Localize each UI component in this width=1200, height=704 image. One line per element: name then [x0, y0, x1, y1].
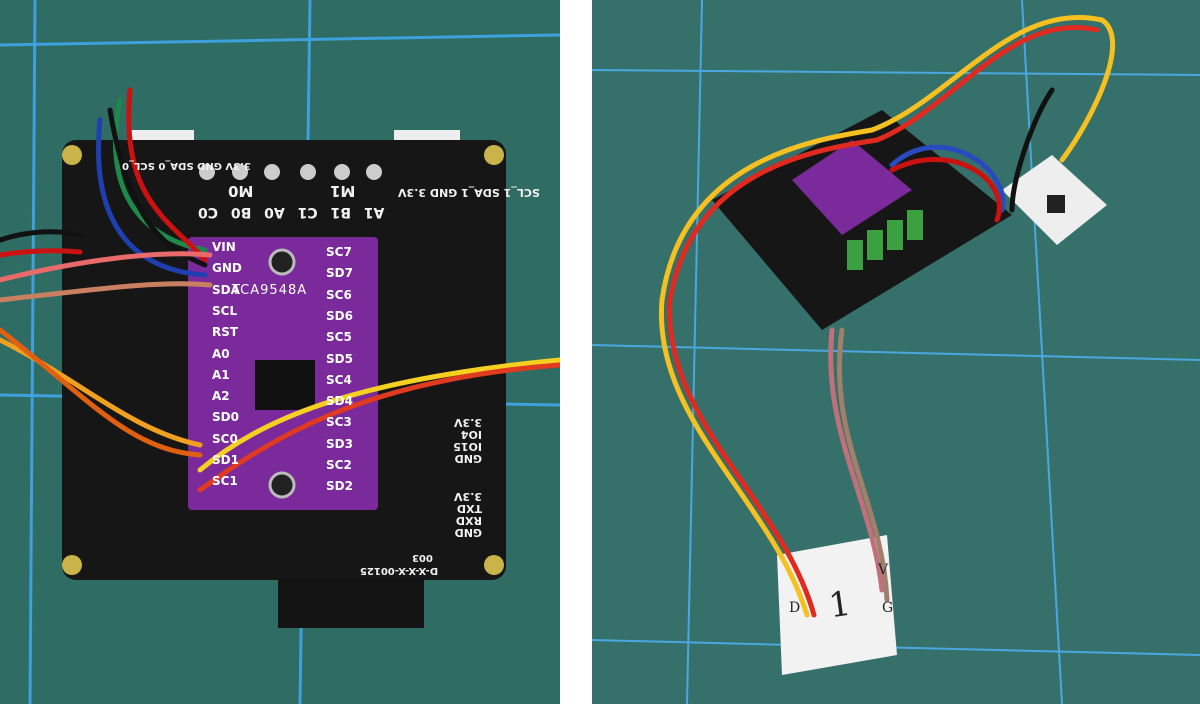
label-b0: B0: [230, 204, 252, 220]
breakout-pin-label: SC5: [326, 330, 352, 345]
edge-block-2: GND RXD TXD 3.3V: [452, 490, 482, 539]
chip-label: TCA9548A: [232, 283, 308, 298]
breakout-pin-label: SC0: [212, 431, 238, 446]
breakout-pin-label: SD2: [326, 479, 353, 494]
bottom-module: [278, 578, 424, 628]
pin-g: G: [882, 600, 894, 616]
label-a1: A1: [363, 204, 385, 220]
label-3v3: 3.3V: [225, 160, 251, 171]
tca9548a-breakout: [792, 140, 912, 235]
breakout-pin-label: SD3: [326, 436, 353, 451]
breakout-pin-label: SD6: [326, 308, 353, 323]
left-photo: 3.3V GND SDA_0 SCL_0 SCL_1 SDA_1 GND 3.3…: [0, 0, 560, 704]
breakout-pin-label: SD5: [326, 351, 353, 366]
label-rxd: RXD: [455, 514, 482, 527]
label-scl0: SCL_0: [122, 160, 155, 171]
label-c0: C0: [198, 204, 219, 220]
breakout-pin-label: SD1: [212, 453, 239, 467]
label-c1: C1: [297, 204, 318, 220]
label-m0: M0: [228, 182, 254, 200]
breakout-pin-label: RST: [212, 325, 239, 340]
label-a0: A0: [264, 204, 285, 220]
edge-block-1: GND IO15 IO4 3.3V: [452, 416, 482, 465]
sensor-board-bottom: [777, 535, 897, 675]
connector-1-labels: SCL_1 SDA_1 GND 3.3V: [398, 186, 540, 199]
connector-0-labels: 3.3V GND SDA_0 SCL_0: [122, 160, 251, 171]
label-3v3: 3.3V: [454, 490, 482, 503]
header-labels: A1 B1 C1 A0 B0 C0: [198, 204, 384, 220]
breakout-pin-label: SD4: [326, 394, 353, 409]
board-rev: 003: [412, 552, 433, 563]
pin-v: V: [878, 562, 889, 578]
breakout-pin-label: SC7: [326, 245, 352, 259]
label-m1: M1: [330, 182, 356, 200]
breakout-pin-label: SC6: [326, 287, 352, 302]
cutting-mat-grid: [592, 0, 1200, 704]
breakout-pin-label: SC3: [326, 415, 352, 430]
label-gnd: GND: [197, 160, 222, 171]
label-io4: IO4: [460, 428, 482, 441]
label-sda1: SDA_1: [461, 186, 500, 199]
breakout-pin-label: SC4: [326, 372, 352, 387]
board-id: D-X-X-X-00125: [360, 565, 439, 576]
breakout-pin-label: SCL: [212, 303, 238, 318]
label-txd: TXD: [456, 502, 482, 515]
breakout-pin-label: SD7: [326, 266, 353, 281]
label-scl1: SCL_1: [503, 186, 540, 199]
breakout-pin-label: GND: [212, 261, 242, 276]
label-3v3: 3.3V: [398, 186, 426, 199]
left-photo-drawing: [0, 0, 560, 704]
wires: [0, 87, 560, 493]
label-gnd: GND: [429, 186, 458, 199]
right-photo-drawing: [592, 0, 1200, 704]
breakout-pin-label: VIN: [212, 240, 236, 254]
right-photo: 1 V G D: [592, 0, 1200, 704]
breakout-pin-label: A1: [212, 367, 230, 382]
label-gnd: GND: [454, 526, 482, 539]
label-gnd: GND: [454, 452, 482, 465]
pin-d: D: [789, 600, 801, 616]
breakout-pin-label: SC2: [326, 458, 352, 472]
label-io15: IO15: [453, 440, 482, 453]
label-sda0: SDA_0: [158, 160, 194, 171]
label-3v3: 3.3V: [454, 416, 482, 429]
breakout-pin-label: SC1: [212, 474, 238, 489]
breakout-pin-label: SDA: [212, 282, 240, 297]
breakout-pin-label: A2: [212, 389, 230, 404]
breakout-pin-label: SD0: [212, 410, 239, 425]
label-b1: B1: [330, 204, 351, 220]
wires: [658, 15, 1115, 618]
breakout-pin-label: A0: [212, 346, 230, 361]
